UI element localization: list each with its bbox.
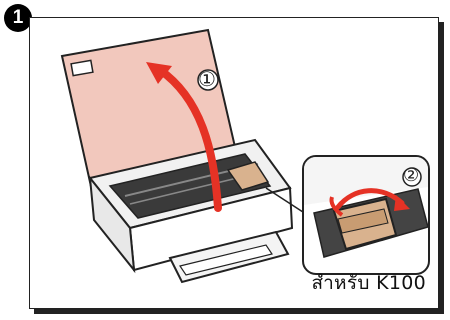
detail-inset: ② (302, 155, 430, 275)
instruction-frame: ① ② สำหรับ K100 (29, 17, 439, 309)
callout-press-tab: ② (403, 165, 419, 186)
cover-label (71, 60, 93, 75)
step-number-badge: 1 (4, 4, 32, 32)
callout-lift-cover: ① (198, 67, 216, 91)
model-caption: สำหรับ K100 (311, 268, 426, 298)
